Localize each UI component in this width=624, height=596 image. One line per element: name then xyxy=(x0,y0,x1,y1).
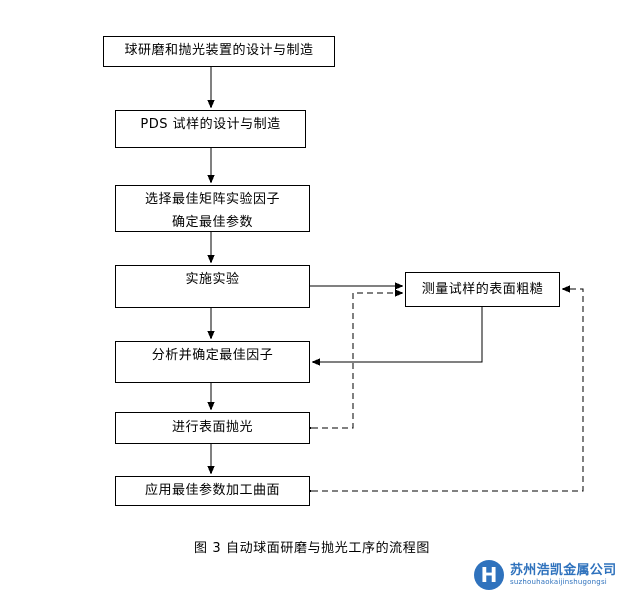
node-label: 应用最佳参数加工曲面 xyxy=(144,483,280,498)
edge-n8-n6-dashed xyxy=(304,289,404,432)
node-apply-best-params-machining[interactable]: 应用最佳参数加工曲面 xyxy=(115,476,310,506)
node-label: PDS 试样的设计与制造 xyxy=(140,117,281,132)
node-label-line1: 选择最佳矩阵实验因子 xyxy=(144,192,280,207)
node-surface-polishing[interactable]: 进行表面抛光 xyxy=(115,412,310,444)
logo-h-icon: H xyxy=(474,560,504,590)
watermark-text: 苏州浩凯金属公司 suzhouhaokaijinshugongsi xyxy=(510,563,616,587)
node-label-line2: 确定最佳参数 xyxy=(171,215,253,230)
node-label: 实施实验 xyxy=(185,272,240,287)
node-analyze-determine-factors[interactable]: 分析并确定最佳因子 xyxy=(115,341,310,383)
node-design-grinding-polishing-device[interactable]: 球研磨和抛光装置的设计与制造 xyxy=(103,36,335,67)
node-label: 分析并确定最佳因子 xyxy=(151,348,274,363)
company-name: 苏州浩凯金属公司 xyxy=(510,563,617,578)
node-select-matrix-factors[interactable]: 选择最佳矩阵实验因子 确定最佳参数 xyxy=(115,185,310,232)
company-pinyin: suzhouhaokaijinshugongsi xyxy=(510,578,607,586)
edge-n8-n5 xyxy=(311,307,483,366)
figure-caption: 图 3 自动球面研磨与抛光工序的流程图 xyxy=(194,541,430,556)
node-conduct-experiment[interactable]: 实施实验 xyxy=(115,265,310,308)
node-label: 球研磨和抛光装置的设计与制造 xyxy=(124,43,314,58)
node-measure-surface-roughness[interactable]: 测量试样的表面粗糙 xyxy=(405,272,560,307)
node-label: 进行表面抛光 xyxy=(171,420,253,435)
node-label: 测量试样的表面粗糙 xyxy=(421,281,544,297)
node-pds-specimen-design[interactable]: PDS 试样的设计与制造 xyxy=(115,110,306,148)
edge-n7-n8-dashed xyxy=(304,285,584,495)
company-watermark: H 苏州浩凯金属公司 suzhouhaokaijinshugongsi xyxy=(474,558,620,592)
